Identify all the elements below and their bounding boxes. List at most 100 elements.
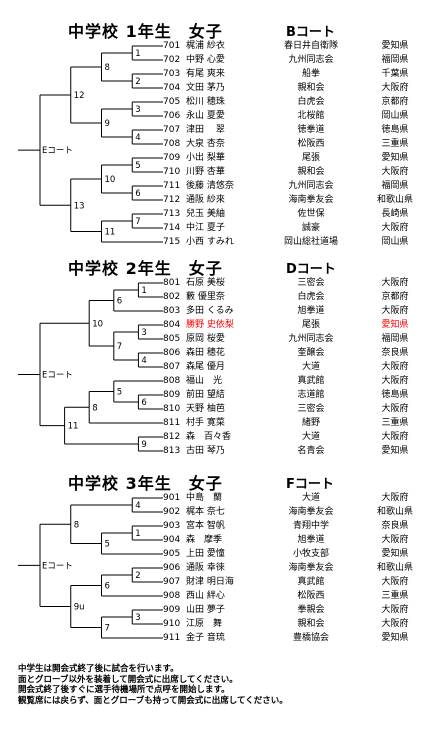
entry-number: 803 (163, 306, 181, 316)
match-number: 10 (92, 319, 103, 329)
entry-number: 702 (163, 55, 181, 65)
prefecture: 長崎県 (381, 209, 409, 219)
player-name: 森 百々香 (186, 432, 232, 442)
match-number: 3 (141, 328, 146, 338)
entry-row: 710 川野 杏華 親和会 大阪府 (0, 165, 435, 179)
match-number: 7 (105, 624, 110, 634)
entry-number: 710 (163, 167, 181, 177)
team-name: 豊橋協会 (292, 633, 329, 643)
entry-number: 805 (163, 334, 181, 344)
team-name: 真武館 (297, 577, 325, 587)
match-number: 8 (92, 403, 97, 413)
prefecture: 大阪府 (381, 376, 409, 386)
team-name: 大道 (301, 362, 320, 372)
player-name: 前田 望結 (186, 390, 225, 400)
match-number: 8 (74, 520, 79, 530)
entry-number: 812 (163, 432, 181, 442)
prefecture: 大阪府 (381, 535, 409, 545)
match-number: 1 (135, 529, 140, 539)
entry-number: 810 (163, 404, 181, 414)
match-number: 3 (135, 105, 140, 115)
team-name: 佐世保 (297, 209, 325, 219)
entry-number: 709 (163, 153, 181, 163)
team-name: 拳親会 (297, 605, 325, 615)
entry-number: 807 (163, 362, 181, 372)
prefecture: 三重県 (381, 418, 409, 428)
team-name: 志道館 (297, 390, 325, 400)
player-name: 中島 蘭 (186, 493, 223, 503)
entry-number: 902 (163, 507, 181, 517)
team-name: 青翔中学 (292, 521, 329, 531)
team-name: 旭拳道 (297, 306, 325, 316)
entry-number: 910 (163, 619, 181, 629)
match-number: 9 (141, 440, 146, 450)
player-name: 大泉 杏奈 (186, 139, 225, 149)
team-name: 海南拳友会 (288, 195, 334, 205)
prefecture: 愛知県 (381, 320, 409, 330)
player-name: 天野 柚芭 (186, 404, 225, 414)
prefecture: 徳島県 (381, 390, 409, 400)
prefecture: 和歌山県 (376, 195, 413, 205)
note-line: 開会式終了後すぐに選手待機場所で点呼を開始します。 (18, 685, 230, 695)
team-name: 春日井自衛隊 (283, 41, 338, 51)
player-name: 勝野 史依梨 (186, 320, 234, 330)
match-number: 5 (135, 161, 140, 171)
player-name: 財津 明日海 (186, 577, 234, 587)
entry-number: 908 (163, 591, 181, 601)
player-name: 通阪 幸徠 (186, 563, 225, 573)
prefecture: 大阪府 (381, 306, 409, 316)
entry-number: 905 (163, 549, 181, 559)
player-name: 津田 翠 (186, 125, 225, 135)
prefecture: 大阪府 (381, 278, 409, 288)
prefecture: 徳島県 (381, 125, 409, 135)
match-number: 5 (105, 540, 110, 550)
prefecture: 大阪府 (381, 167, 409, 177)
player-name: 梶本 奈七 (186, 507, 225, 517)
prefecture: 大阪府 (381, 362, 409, 372)
court-label: Fコート (286, 477, 334, 492)
entry-number: 808 (163, 376, 181, 386)
entry-number: 706 (163, 111, 181, 121)
player-name: 川野 杏華 (186, 167, 225, 177)
match-number: 10 (105, 175, 116, 185)
team-name: 大道 (301, 432, 320, 442)
player-name: 中江 夏子 (186, 223, 225, 233)
match-number: 12 (74, 91, 85, 101)
match-number: 3 (135, 613, 140, 623)
team-name: 白虎会 (297, 97, 325, 107)
prefecture: 奈良県 (381, 521, 409, 531)
player-name: 永山 夏愛 (186, 111, 225, 121)
prefecture: 愛知県 (381, 446, 409, 456)
prefecture: 福岡県 (381, 181, 409, 191)
prefecture: 千葉県 (381, 69, 409, 79)
entry-number: 715 (163, 237, 181, 247)
entry-number: 911 (163, 633, 181, 643)
team-name: 尾張 (301, 153, 320, 163)
player-name: 金子 音琉 (186, 633, 225, 643)
entry-number: 712 (163, 195, 181, 205)
entry-number: 903 (163, 521, 181, 531)
player-name: 通阪 紗來 (186, 195, 225, 205)
team-name: 奎醸会 (297, 348, 325, 358)
team-name: 小牧支部 (292, 549, 329, 559)
team-name: 親和会 (297, 167, 325, 177)
note-line: 中学生は開会式終了後に試合を行います。 (18, 664, 179, 674)
entry-number: 703 (163, 69, 181, 79)
player-name: 森尾 優月 (186, 362, 225, 372)
match-number: 6 (105, 582, 110, 592)
